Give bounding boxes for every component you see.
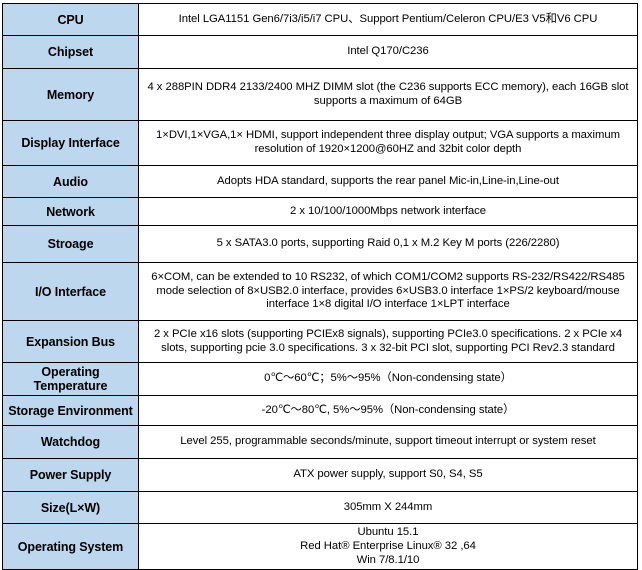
table-row: Network 2 x 10/100/1000Mbps network inter… bbox=[2, 197, 638, 226]
spec-label-cell: Expansion Bus bbox=[2, 320, 139, 363]
specification-table-body: CPU Intel LGA1151 Gen6/7i3/i5/i7 CPU、Supp… bbox=[2, 3, 638, 570]
spec-value-text: Intel LGA1151 Gen6/7i3/i5/i7 CPU、Support… bbox=[178, 12, 598, 25]
table-row: Memory 4 x 288PIN DDR4 2133/2400 MHZ DIMM… bbox=[2, 68, 638, 121]
spec-value-cell: Adopts HDA standard, supports the rear p… bbox=[138, 165, 638, 198]
spec-value-text: 305mm X 244mm bbox=[343, 500, 433, 513]
spec-value-text: Intel Q170/C236 bbox=[347, 45, 429, 58]
table-row: Watchdog Level 255, programmable seconds/… bbox=[2, 425, 638, 459]
spec-label-cell: Stroage bbox=[2, 225, 139, 263]
spec-label-cell: Chipset bbox=[2, 35, 139, 69]
spec-label-cell: Operating Temperature bbox=[2, 362, 139, 396]
spec-label-cell: I/O Interface bbox=[2, 262, 139, 321]
spec-value-cell: Level 255, programmable seconds/minute, … bbox=[138, 425, 638, 459]
spec-value-cell: 1×DVI,1×VGA,1× HDMI, support independent… bbox=[138, 120, 638, 166]
spec-value-text: Adopts HDA standard, supports the rear p… bbox=[217, 174, 559, 187]
specification-table: CPU Intel LGA1151 Gen6/7i3/i5/i7 CPU、Supp… bbox=[2, 3, 638, 570]
spec-value-cell: -20℃～80℃, 5%～95%（Non-condensing state） bbox=[138, 395, 638, 426]
spec-label-cell: CPU bbox=[2, 3, 139, 36]
spec-value-cell: 2 x PCIe x16 slots (supporting PCIEx8 si… bbox=[138, 320, 638, 363]
spec-label-cell: Size(L×W) bbox=[2, 491, 139, 524]
spec-value-cell: ATX power supply, support S0, S4, S5 bbox=[138, 458, 638, 492]
spec-value-text: -20℃～80℃, 5%～95%（Non-condensing state） bbox=[261, 403, 515, 416]
spec-value-text: Level 255, programmable seconds/minute, … bbox=[180, 435, 596, 448]
table-row: Display Interface 1×DVI,1×VGA,1× HDMI, su… bbox=[2, 120, 638, 166]
spec-value-text: 2 x PCIe x16 slots (supporting PCIEx8 si… bbox=[153, 327, 623, 354]
spec-value-text: 2 x 10/100/1000Mbps network interface bbox=[290, 204, 486, 217]
spec-value-cell: 2 x 10/100/1000Mbps network interface bbox=[138, 197, 638, 226]
table-row: Size(L×W) 305mm X 244mm bbox=[2, 491, 638, 524]
table-row: CPU Intel LGA1151 Gen6/7i3/i5/i7 CPU、Supp… bbox=[2, 3, 638, 36]
spec-label-cell: Network bbox=[2, 197, 139, 226]
spec-value-text: 1×DVI,1×VGA,1× HDMI, support independent… bbox=[156, 129, 620, 155]
spec-label-cell: Watchdog bbox=[2, 425, 139, 459]
table-row: Storage Environment -20℃～80℃, 5%～95%（Non-… bbox=[2, 395, 638, 426]
spec-value-text: 5 x SATA3.0 ports, supporting Raid 0,1 x… bbox=[216, 237, 560, 250]
table-row: Stroage 5 x SATA3.0 ports, supporting Rai… bbox=[2, 225, 638, 263]
spec-value-cell: 305mm X 244mm bbox=[138, 491, 638, 524]
table-row: Chipset Intel Q170/C236 bbox=[2, 35, 638, 69]
spec-label-cell: Display Interface bbox=[2, 120, 139, 166]
table-row: I/O Interface 6×COM, can be extended to 1… bbox=[2, 262, 638, 321]
spec-value-cell: 5 x SATA3.0 ports, supporting Raid 0,1 x… bbox=[138, 225, 638, 263]
spec-label-cell: Operating System bbox=[2, 522, 139, 570]
table-row: Expansion Bus 2 x PCIe x16 slots (support… bbox=[2, 320, 638, 363]
spec-value-cell: 4 x 288PIN DDR4 2133/2400 MHZ DIMM slot … bbox=[138, 68, 638, 121]
spec-label-cell: Memory bbox=[2, 68, 139, 121]
table-row: Power Supply ATX power supply, support S0… bbox=[2, 458, 638, 492]
table-row: Audio Adopts HDA standard, supports the r… bbox=[2, 165, 638, 198]
spec-value-text: Win 7/8.1/10 bbox=[356, 553, 420, 566]
spec-value-text: 0℃～60℃；5%～95%（Non-condensing state） bbox=[264, 372, 512, 385]
spec-value-cell: Intel Q170/C236 bbox=[138, 35, 638, 69]
spec-value-cell: Intel LGA1151 Gen6/7i3/i5/i7 CPU、Support… bbox=[138, 3, 638, 36]
spec-label-cell: Storage Environment bbox=[2, 395, 139, 426]
spec-label-cell: Power Supply bbox=[2, 458, 139, 492]
spec-value-text: 4 x 288PIN DDR4 2133/2400 MHZ DIMM slot … bbox=[147, 80, 629, 107]
table-row: Operating Temperature 0℃～60℃；5%～95%（Non-c… bbox=[2, 362, 638, 396]
spec-value-text: 6×COM, can be extended to 10 RS232, of w… bbox=[151, 270, 625, 311]
spec-value-cell: 6×COM, can be extended to 10 RS232, of w… bbox=[138, 262, 638, 321]
spec-value-cell: 0℃～60℃；5%～95%（Non-condensing state） bbox=[138, 362, 638, 396]
spec-value-text: Ubuntu 15.1 bbox=[357, 526, 419, 538]
spec-value-text: ATX power supply, support S0, S4, S5 bbox=[293, 468, 483, 481]
spec-label-cell: Audio bbox=[2, 165, 139, 198]
spec-value-text: Red Hat® Enterprise Linux® 32 ,64 bbox=[300, 539, 476, 552]
